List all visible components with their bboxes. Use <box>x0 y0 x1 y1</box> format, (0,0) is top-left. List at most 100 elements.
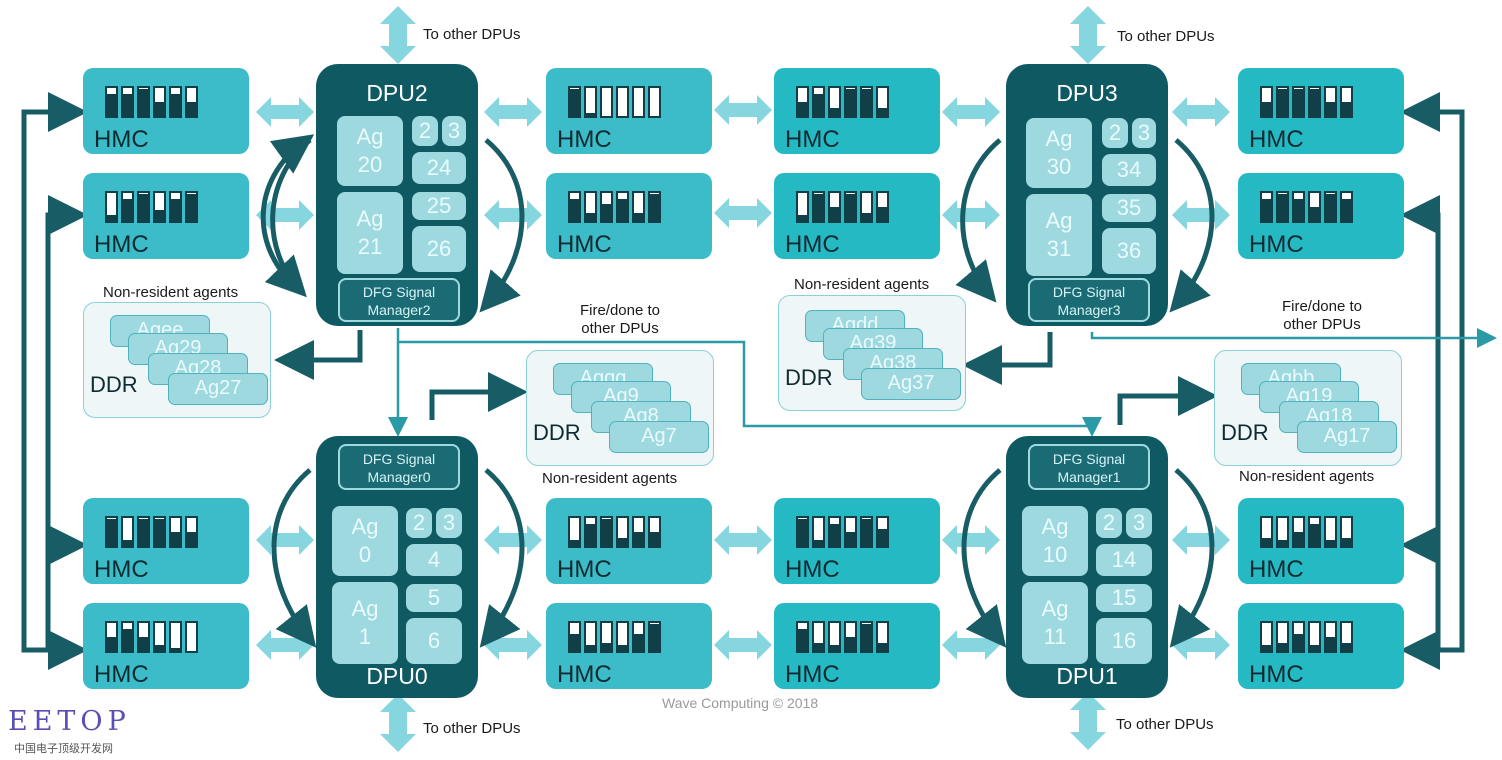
memory-bar <box>105 621 118 653</box>
non-resident-label: Non-resident agents <box>794 276 930 293</box>
hmc-memory-bars <box>1260 191 1353 223</box>
memory-bar <box>121 191 134 223</box>
memory-bar <box>1308 86 1321 118</box>
memory-bar <box>844 516 857 548</box>
hmc-memory-bars <box>105 86 198 118</box>
agent-tile: Ag 31 <box>1026 194 1092 276</box>
slot-tile: 25 <box>412 192 466 220</box>
ddr-label: DDR <box>533 420 581 445</box>
ddr-memory: Agee Ag29 Ag28 Ag27 DDR <box>83 302 271 418</box>
memory-bar <box>185 86 198 118</box>
hmc-memory-bars <box>796 86 889 118</box>
link-arrow-dpu3-hmc-top <box>1172 97 1230 127</box>
ddr-agent-card: Ag27 <box>168 373 268 405</box>
hmc-module: HMC <box>83 498 249 584</box>
memory-bar <box>1292 621 1305 653</box>
memory-bar <box>1260 86 1273 118</box>
to-other-dpus-arrow-dpu1 <box>1070 692 1106 750</box>
non-resident-label: Non-resident agents <box>103 284 239 301</box>
hmc-label: HMC <box>94 231 149 258</box>
memory-bar <box>828 516 841 548</box>
slot-tile: 15 <box>1096 584 1152 612</box>
hmc-module: HMC <box>83 603 249 689</box>
link-arrow-dpu2-hmc-top <box>484 97 542 127</box>
fire-done-label: Fire/done to other DPUs <box>579 302 661 337</box>
to-other-dpus-arrow-dpu2 <box>380 6 416 64</box>
hmc-label: HMC <box>557 556 612 583</box>
hmc-memory-bars <box>568 86 661 118</box>
memory-bar <box>105 191 118 223</box>
memory-bar <box>860 191 873 223</box>
link-arrow-hmc-dpu2-top <box>256 97 314 127</box>
memory-bar <box>1340 516 1353 548</box>
hmc-label: HMC <box>785 126 840 153</box>
hmc-module: HMC <box>1238 498 1404 584</box>
to-other-dpus-label: To other DPUs <box>423 720 521 737</box>
memory-bar <box>648 621 661 653</box>
memory-bar <box>616 621 629 653</box>
memory-bar <box>105 86 118 118</box>
memory-bar <box>828 191 841 223</box>
non-resident-label: Non-resident agents <box>542 470 678 487</box>
memory-bar <box>632 86 645 118</box>
dpu2: DPU2 Ag 20 Ag 21 2 3 24 25 26 DFG Signal… <box>316 64 478 326</box>
hmc-memory-bars <box>796 191 889 223</box>
hmc-module: HMC <box>1238 68 1404 154</box>
memory-bar <box>1260 191 1273 223</box>
eetop-logo: EETOP <box>8 706 131 737</box>
memory-bar <box>584 621 597 653</box>
memory-bar <box>1292 191 1305 223</box>
link-arrow-hmc-dpu0-top <box>256 525 314 555</box>
dpu0: DPU0 DFG Signal Manager0 Ag 0 Ag 1 2 3 4… <box>316 436 478 698</box>
memory-bar <box>584 516 597 548</box>
memory-bar <box>876 191 889 223</box>
hmc-module: HMC <box>83 68 249 154</box>
agent-tile: Ag 21 <box>337 192 403 274</box>
hmc-label: HMC <box>1249 126 1304 153</box>
hmc-memory-bars <box>105 516 198 548</box>
memory-bar <box>584 191 597 223</box>
ddr-agent-card: Ag37 <box>861 368 961 400</box>
slot-tile: 3 <box>1126 508 1152 538</box>
memory-bar <box>137 191 150 223</box>
to-other-dpus-label: To other DPUs <box>1116 716 1214 733</box>
hmc-label: HMC <box>94 126 149 153</box>
slot-tile: 16 <box>1096 618 1152 664</box>
ddr-label: DDR <box>1221 420 1269 445</box>
memory-bar <box>876 86 889 118</box>
memory-bar <box>568 191 581 223</box>
hmc-memory-bars <box>568 516 661 548</box>
memory-bar <box>1308 516 1321 548</box>
memory-bar <box>137 86 150 118</box>
memory-bar <box>568 516 581 548</box>
memory-bar <box>600 516 613 548</box>
memory-bar <box>796 86 809 118</box>
agent-tile: Ag 1 <box>332 582 398 664</box>
hmc-label: HMC <box>785 556 840 583</box>
non-resident-label: Non-resident agents <box>1239 468 1375 485</box>
memory-bar <box>169 191 182 223</box>
hmc-label: HMC <box>1249 556 1304 583</box>
memory-bar <box>185 621 198 653</box>
fire-done-label: Fire/done to other DPUs <box>1281 298 1363 333</box>
memory-bar <box>105 516 118 548</box>
light-link-arrows <box>256 6 1230 752</box>
memory-bar <box>169 621 182 653</box>
memory-bar <box>185 516 198 548</box>
memory-bar <box>796 516 809 548</box>
dpu-title: DPU1 <box>1056 663 1118 689</box>
hmc-label: HMC <box>94 661 149 688</box>
slot-tile: 3 <box>436 508 462 538</box>
hmc-module: HMC <box>1238 603 1404 689</box>
memory-bar <box>121 86 134 118</box>
memory-bar <box>828 621 841 653</box>
agent-tile: Ag 10 <box>1022 506 1088 576</box>
memory-bar <box>1324 191 1337 223</box>
ddr-memory: Aggg Ag9 Ag8 Ag7 DDR <box>526 350 714 466</box>
hmc-label: HMC <box>785 661 840 688</box>
memory-bar <box>828 86 841 118</box>
hmc-label: HMC <box>94 556 149 583</box>
memory-bar <box>1276 86 1289 118</box>
dpu-title: DPU3 <box>1056 80 1118 106</box>
